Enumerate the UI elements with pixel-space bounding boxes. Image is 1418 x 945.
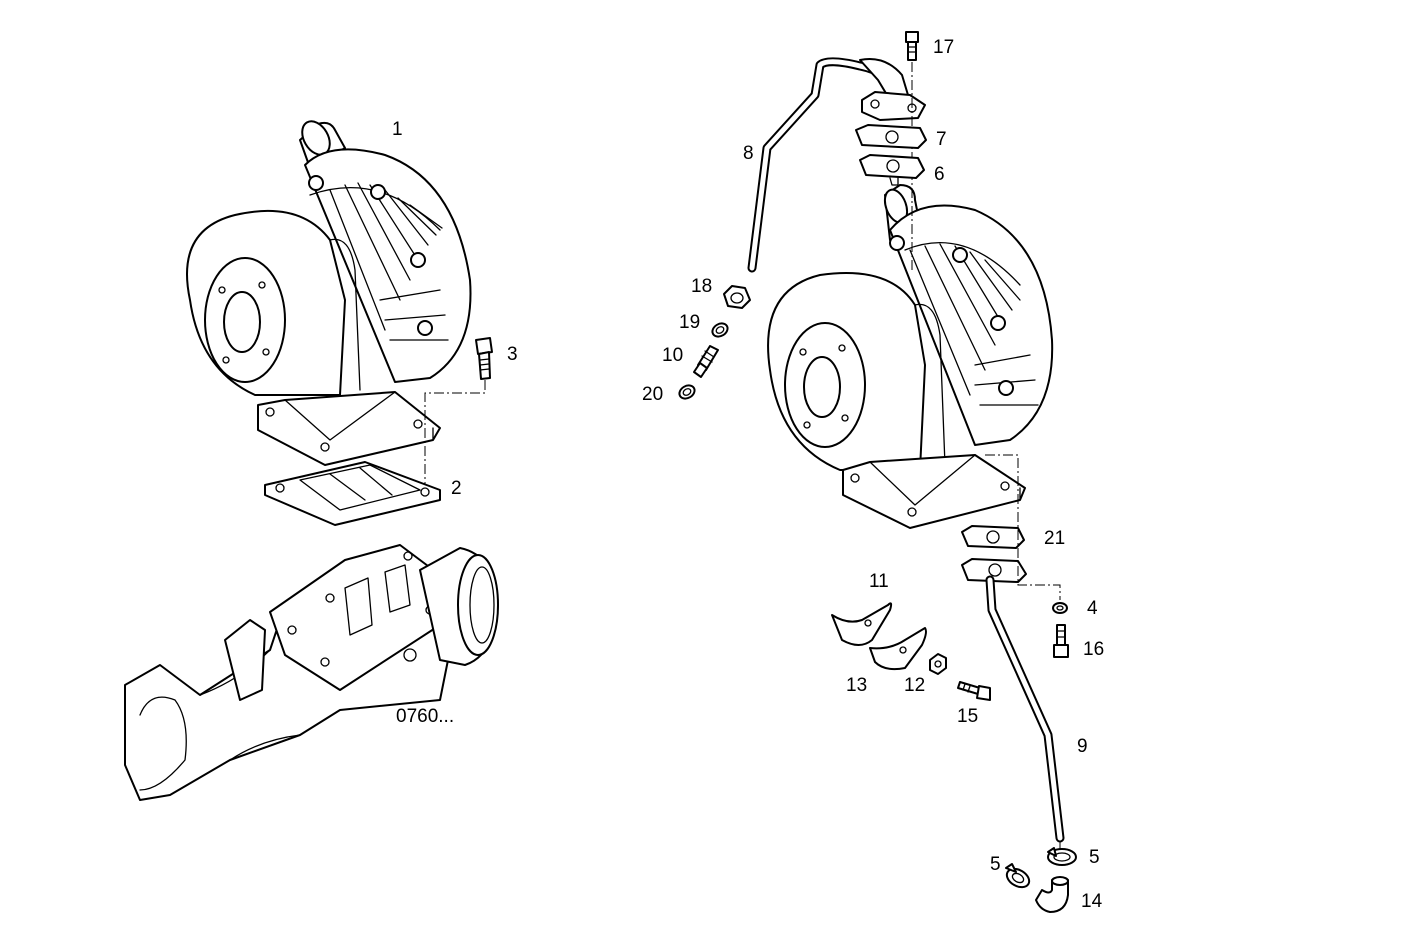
gasket-2: [264, 461, 441, 526]
drain-flange: [961, 558, 1027, 583]
adapter-10: [693, 345, 719, 378]
washer-19: [711, 322, 729, 338]
callout-17: 17: [933, 37, 954, 58]
callout-18: 18: [691, 276, 712, 297]
callout-4: 4: [1087, 598, 1098, 619]
turbocharger-left: [186, 120, 472, 466]
callout-1: 1: [392, 119, 403, 140]
hose-elbow-14: [1035, 876, 1069, 913]
callout-8: 8: [743, 143, 754, 164]
bolt-3-axis: [424, 380, 486, 485]
callout-6: 6: [934, 164, 945, 185]
callout-20: 20: [642, 384, 663, 405]
callout-5-right: 5: [1089, 847, 1100, 868]
callout-21: 21: [1044, 528, 1065, 549]
gasket-7: [855, 124, 927, 149]
washer-20: [678, 384, 696, 400]
clamp-13: [869, 627, 927, 671]
exhaust-manifold: [124, 544, 499, 801]
bolt-3: [475, 337, 493, 380]
nut-18: [723, 285, 751, 309]
callout-15: 15: [957, 706, 978, 727]
callout-3: 3: [507, 344, 518, 365]
oil-drain-pipe-9: [985, 575, 1065, 843]
callout-2: 2: [451, 478, 462, 499]
callout-19: 19: [679, 312, 700, 333]
clamp-11: [831, 602, 893, 646]
nut-12: [929, 653, 947, 675]
callout-9: 9: [1077, 736, 1088, 757]
callout-5-left: 5: [990, 854, 1001, 875]
bolt-15: [957, 681, 991, 701]
callout-11: 11: [869, 571, 889, 592]
turbocharger-right: [767, 184, 1054, 529]
gasket-21: [961, 525, 1025, 549]
bolt-16: [1053, 624, 1069, 658]
callout-13: 13: [846, 675, 867, 696]
center-axis-drain: [985, 454, 1061, 600]
callout-12: 12: [904, 675, 925, 696]
callout-7: 7: [936, 129, 947, 150]
gasket-6: [859, 154, 925, 186]
callout-10: 10: [662, 345, 683, 366]
callout-14: 14: [1081, 891, 1103, 912]
flange-fitting: [861, 91, 926, 121]
hose-clamp-5-left: [1005, 863, 1031, 889]
reference-label: 0760...: [396, 706, 454, 727]
hose-clamp-5-right: [1047, 847, 1077, 866]
washer-4: [1052, 602, 1068, 614]
callout-16: 16: [1083, 639, 1104, 660]
bolt-17: [905, 31, 919, 61]
